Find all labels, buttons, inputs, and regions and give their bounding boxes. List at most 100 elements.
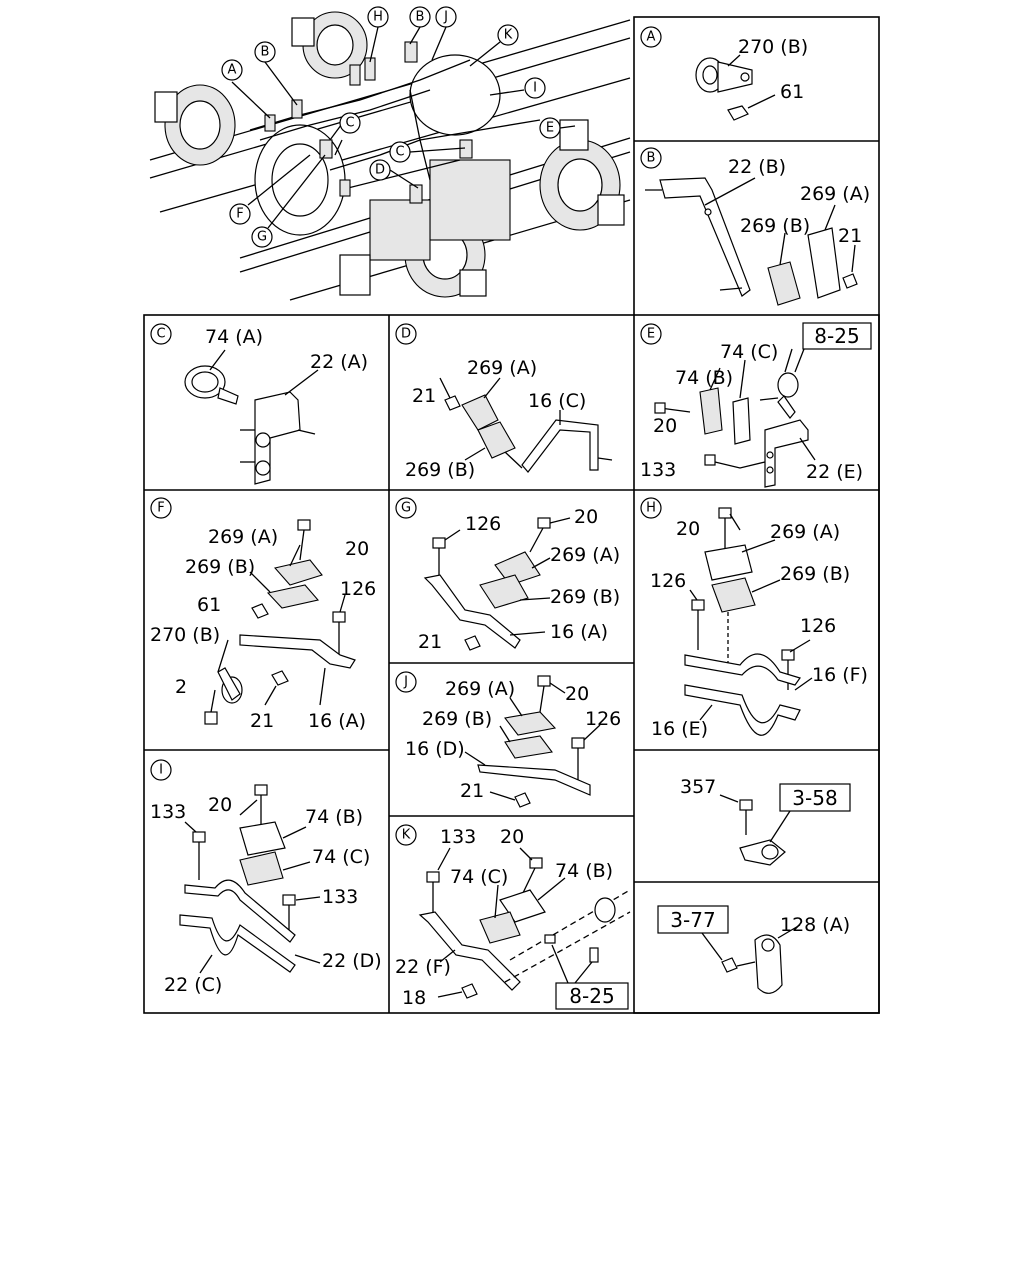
bracket-16f: [684, 653, 801, 686]
clip-128a: [754, 934, 783, 994]
panel-e-letter: E: [647, 327, 655, 342]
panel-grid: [143, 16, 880, 1014]
bracket-22c: [179, 914, 296, 973]
panel-b-letter: B: [647, 151, 656, 166]
rubber-269b: [479, 574, 529, 609]
nut-21: [271, 670, 289, 686]
label-16a: 16 (A): [308, 710, 366, 732]
label-2: 2: [175, 676, 187, 698]
label-269b: 269 (B): [550, 586, 620, 608]
panel-d-letter: D: [401, 327, 411, 342]
label-16f: 16 (F): [812, 664, 868, 686]
label-269b: 269 (B): [780, 563, 850, 585]
ref-3-58: 3-58: [792, 786, 837, 810]
rubber-269b: [711, 577, 756, 613]
rubber-269b: [477, 421, 516, 459]
label-74b: 74 (B): [305, 806, 363, 828]
brackets: [264, 41, 473, 204]
label-16d: 16 (D): [405, 738, 465, 760]
callout-e: E: [546, 121, 554, 136]
label-20: 20: [676, 518, 700, 540]
label-133: 133: [150, 801, 186, 823]
bracket-16e: [684, 684, 801, 736]
panel-e: E 8-25 74 (C) 74 (B) 20 133 22 (E): [640, 322, 872, 488]
label-22c: 22 (C): [164, 974, 222, 996]
ref-8-25: 8-25: [814, 324, 859, 348]
clamp-74a: [184, 365, 239, 405]
label-74c: 74 (C): [312, 846, 370, 868]
bolt-126: [432, 537, 446, 549]
callout-b: B: [261, 45, 270, 60]
bolt-126-2: [781, 649, 795, 661]
bracket-22d: [184, 879, 296, 943]
callout-h: H: [373, 10, 383, 25]
label-21: 21: [412, 385, 436, 407]
rubber-74c: [732, 397, 751, 445]
nut-61: [727, 105, 749, 121]
bolt-133: [426, 871, 440, 883]
label-269a: 269 (A): [800, 183, 870, 205]
rubber-74b: [239, 821, 286, 856]
wheel-hub-left: [154, 84, 236, 166]
ref-box-3-58: [779, 783, 851, 812]
callout-i: I: [533, 81, 537, 96]
panel-b: B 22 (B) 269 (A) 269 (B) 21: [640, 147, 870, 306]
bolt-20: [718, 507, 732, 519]
label-269b: 269 (B): [185, 556, 255, 578]
rubber-269a: [504, 711, 557, 736]
bolt-133: [192, 831, 206, 843]
bracket-16a: [239, 634, 356, 669]
label-133: 133: [640, 459, 676, 481]
label-16c: 16 (C): [528, 390, 586, 412]
label-269a: 269 (A): [467, 357, 537, 379]
label-269a: 269 (A): [445, 678, 515, 700]
panel-g-letter: G: [401, 501, 411, 516]
label-126: 126: [585, 708, 621, 730]
ref-box-8-25: [802, 322, 872, 350]
rubber-74b: [699, 387, 723, 435]
bolt-126: [332, 611, 346, 623]
label-20: 20: [500, 826, 524, 848]
label-269a: 269 (A): [770, 521, 840, 543]
label-21: 21: [838, 225, 862, 247]
callout-b-2: B: [416, 10, 425, 25]
panel-g: G 126 20 269 (A) 269 (B) 21 16 (A): [395, 497, 620, 653]
label-126-2: 126: [800, 615, 836, 637]
label-20: 20: [208, 794, 232, 816]
label-133-2: 133: [322, 886, 358, 908]
bracket-22a: [240, 391, 316, 485]
label-16a: 16 (A): [550, 621, 608, 643]
callout-g: G: [257, 230, 267, 245]
panel-a: A 270 (B) 61: [640, 26, 808, 121]
panel-k: K 8-25 133 20 74 (C) 74 (B) 22 (F) 18: [395, 824, 631, 1010]
panel-128a: 3-77 128 (A): [657, 905, 850, 994]
wheel-hub-top: [291, 11, 368, 79]
label-21: 21: [250, 710, 274, 732]
bracket-22e: [764, 419, 809, 488]
callout-c: C: [345, 116, 354, 131]
label-22a: 22 (A): [310, 351, 368, 373]
bolt-20: [529, 857, 543, 869]
panel-f-letter: F: [157, 501, 164, 516]
bolt-20: [537, 517, 551, 529]
label-126: 126: [465, 513, 501, 535]
bolt-133-2: [282, 894, 296, 906]
label-74b: 74 (B): [555, 860, 613, 882]
callout-k: K: [504, 28, 513, 43]
panel-d: D 269 (A) 21 16 (C) 269 (B): [395, 323, 613, 481]
clip-270b: [217, 667, 243, 704]
clip-270b: [695, 57, 753, 93]
piping: [249, 59, 541, 191]
label-270b: 270 (B): [150, 624, 220, 646]
label-133: 133: [440, 826, 476, 848]
rubber-269b: [266, 584, 320, 609]
label-74b: 74 (B): [675, 367, 733, 389]
bolt-126: [571, 737, 585, 749]
rubber-269a: [807, 227, 841, 299]
nut-21: [464, 635, 481, 651]
panel-a-letter: A: [647, 30, 656, 45]
label-269b: 269 (B): [740, 215, 810, 237]
label-22d: 22 (D): [322, 950, 382, 972]
ref-box-8-25: [555, 982, 629, 1010]
label-126: 126: [340, 578, 376, 600]
